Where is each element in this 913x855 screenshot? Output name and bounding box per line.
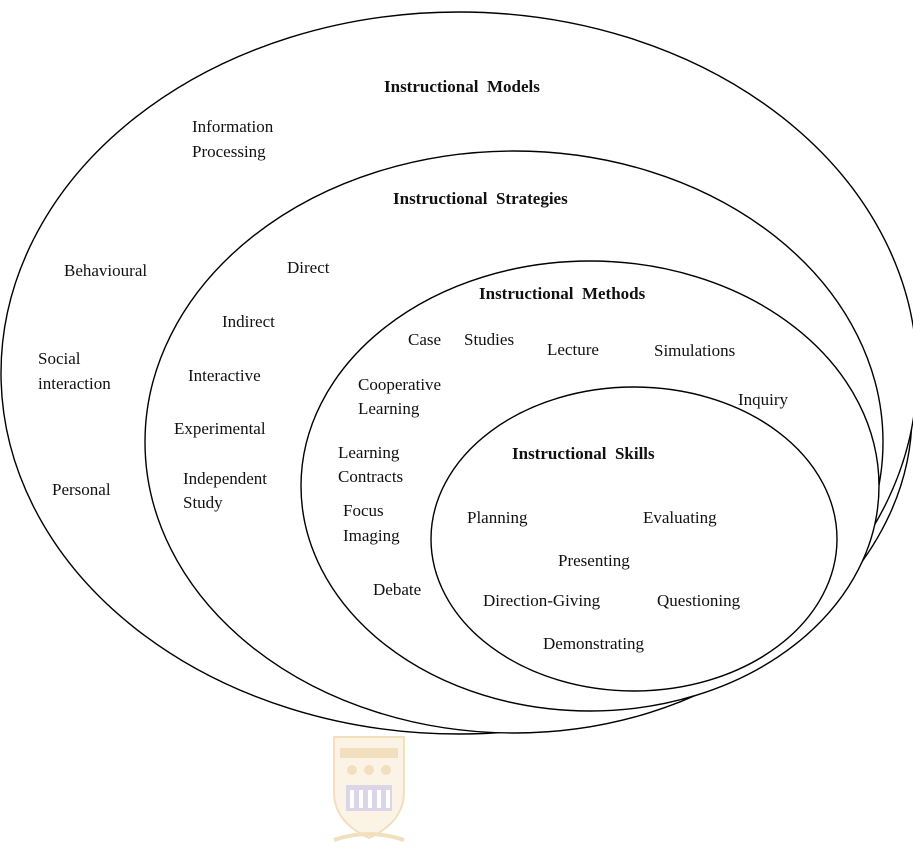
models-heading: Instructional Models [384,77,540,96]
strategy-study: Study [183,493,223,512]
strategy-direct: Direct [287,258,330,277]
skill-direction-giving: Direction-Giving [483,591,601,610]
method-lecture: Lecture [547,340,599,359]
methods-heading: Instructional Methods [479,284,646,303]
method-simulations: Simulations [654,341,735,360]
strategies-heading: Instructional Strategies [393,189,568,208]
ring-skills [430,386,838,692]
skills-heading: Instructional Skills [512,444,655,463]
strategy-indirect: Indirect [222,312,275,331]
model-personal: Personal [52,480,111,499]
method-case: Case [408,330,441,349]
model-behavioural: Behavioural [64,261,147,280]
method-studies: Studies [464,330,514,349]
method-debate: Debate [373,580,421,599]
model-social: Social [38,349,81,368]
model-processing: Processing [192,142,266,161]
method-learning-contracts-2: Contracts [338,467,403,486]
method-learning-contracts-1: Learning [338,443,400,462]
skill-evaluating: Evaluating [643,508,717,527]
method-focus: Focus [343,501,384,520]
strategy-interactive: Interactive [188,366,261,385]
strategy-experimental: Experimental [174,419,266,438]
university-crest-watermark [333,736,405,842]
model-interaction: interaction [38,374,111,393]
strategy-independent: Independent [183,469,267,488]
skill-questioning: Questioning [657,591,741,610]
method-imaging: Imaging [343,526,400,545]
method-learning: Learning [358,399,420,418]
method-cooperative: Cooperative [358,375,441,394]
skill-demonstrating: Demonstrating [543,634,645,653]
skill-planning: Planning [467,508,528,527]
skill-presenting: Presenting [558,551,630,570]
model-information: Information [192,117,274,136]
method-inquiry: Inquiry [738,390,789,409]
